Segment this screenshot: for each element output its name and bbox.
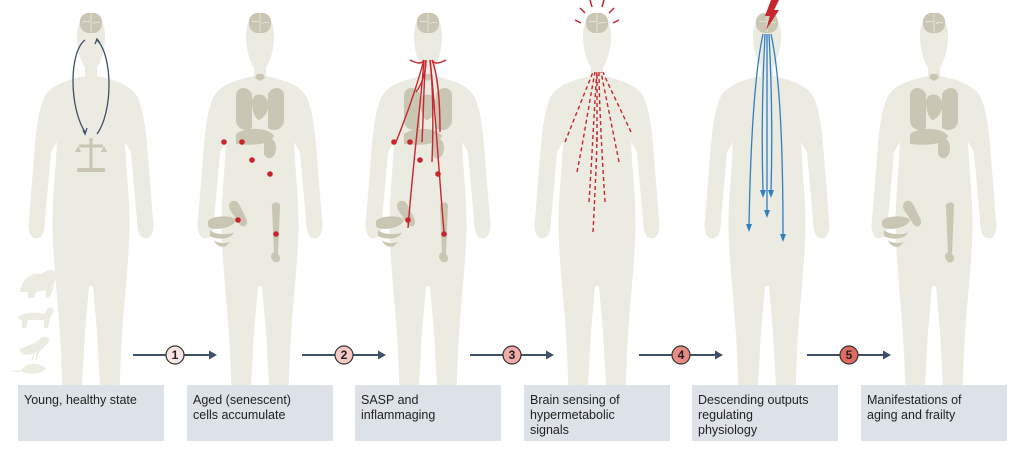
dog-icon: [17, 307, 54, 328]
step-arrow-3: 3: [470, 345, 554, 365]
panel-2-figure: [197, 12, 323, 418]
step-arrow-4: 4: [639, 345, 723, 365]
panel-1-figure: [28, 12, 154, 418]
step-number-5: 5: [846, 348, 853, 362]
step-number-4: 4: [678, 348, 685, 362]
senescent-cells: [221, 139, 279, 237]
caption-panel-4: Brain sensing of hypermetabolic signals: [524, 385, 670, 441]
caption-panel-3: SASP and inflammaging: [355, 385, 501, 441]
bird-icon: [18, 337, 50, 361]
step-circle-1: [165, 345, 185, 365]
mouse-icon: [11, 363, 46, 374]
step-arrows: 1 2 3 4 5: [133, 345, 891, 365]
sasp-signals: [395, 59, 447, 233]
chimpanzee-icon: [20, 269, 56, 298]
panel-3-figure: [365, 12, 491, 418]
step-arrow-5: 5: [807, 345, 891, 365]
caption-panel-1: Young, healthy state: [18, 385, 164, 441]
step-number-3: 3: [509, 348, 516, 362]
step-number-2: 2: [341, 348, 348, 362]
caption-panel-5: Descending outputs regulating physiology: [692, 385, 838, 441]
step-circle-3: [502, 345, 522, 365]
caption-panel-6: Manifestations of aging and frailty: [861, 385, 1007, 441]
balance-scale-icon: [75, 138, 107, 172]
caption-panel-2: Aged (senescent) cells accumulate: [187, 385, 333, 441]
ascending-signals: [564, 71, 632, 233]
step-circle-5: [839, 345, 859, 365]
step-number-1: 1: [172, 348, 179, 362]
lightning-icon: [765, 0, 779, 30]
step-circle-4: [671, 345, 691, 365]
step-arrow-1: 1: [133, 345, 217, 365]
brain-alert-rays: [574, 0, 620, 24]
panel-4-figure: [534, 0, 660, 418]
panel-6-figure: [871, 12, 997, 418]
step-circle-2: [334, 345, 354, 365]
descending-outputs: [748, 33, 784, 237]
panel-5-figure: [704, 0, 830, 418]
step-arrow-2: 2: [302, 345, 386, 365]
